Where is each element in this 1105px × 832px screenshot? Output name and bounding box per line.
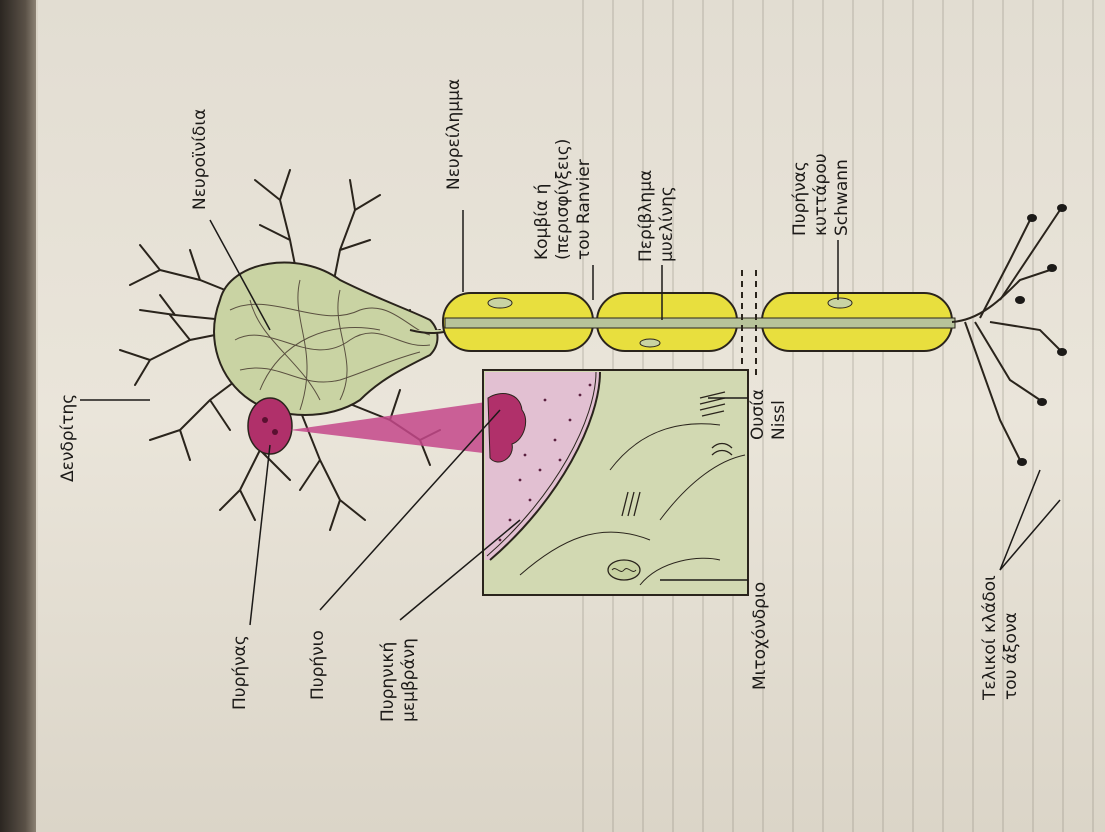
leader-nucleus [250,445,270,625]
leader-terminal-2 [1000,500,1060,570]
label-nucleus: Πυρήνας [230,635,251,710]
label-schwann-nucleus: Πυρήνας κυττάρου Schwann [790,153,853,236]
leader-nucleolus [320,410,500,610]
label-neurilemma: Νευρείλημμα [444,79,465,190]
label-terminal-branches: Τελικοί κλάδοι του άξονα [980,575,1022,700]
label-dendrites: Δενδρίτης [58,394,79,482]
label-nuclear-membrane: Πυρηνική μεμβράνη [378,638,420,722]
label-nissl: Ουσία Nissl [748,389,790,440]
label-neurofibrils: Νευροϊνίδια [190,109,211,210]
leader-neurofibrils [210,220,270,330]
leader-nuclear-membrane [400,520,520,620]
label-nucleolus: Πυρήνιο [308,630,329,700]
label-mitochondrion: Μιτοχόνδριο [750,582,771,690]
leader-terminal-1 [1000,470,1040,570]
label-node-ranvier: Κομβία ή (περισφίγξεις) του Ranvier [532,139,595,260]
label-myelin-sheath: Περίβλημα μυελίνης [636,170,678,262]
